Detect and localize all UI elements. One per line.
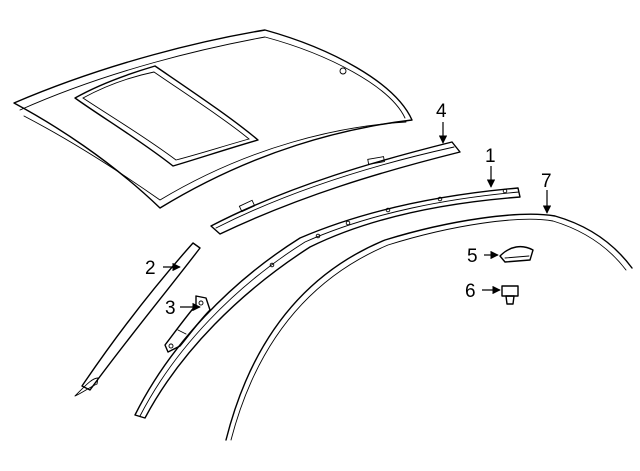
bracket-part-3 [164, 295, 211, 353]
callout-5: 5 [467, 246, 478, 267]
header-molding-part-4 [210, 141, 461, 235]
sunroof-opening [74, 65, 259, 167]
end-cap-part-5 [499, 245, 534, 263]
antenna-hole-icon [339, 67, 347, 75]
roof-molding-part-1 [134, 187, 521, 419]
callout-6: 6 [465, 281, 476, 302]
callout-1: 1 [485, 146, 496, 167]
callout-2: 2 [145, 258, 156, 279]
weatherstrip-part-7 [225, 213, 633, 441]
roof-panel [13, 29, 413, 209]
callout-3: 3 [165, 298, 176, 319]
clip-part-6 [501, 285, 519, 305]
molding-clip-holes [269, 188, 508, 268]
pillar-molding-part-2 [74, 242, 201, 397]
leader-lines [163, 122, 552, 312]
callout-7: 7 [541, 171, 552, 192]
callout-4: 4 [436, 101, 447, 122]
